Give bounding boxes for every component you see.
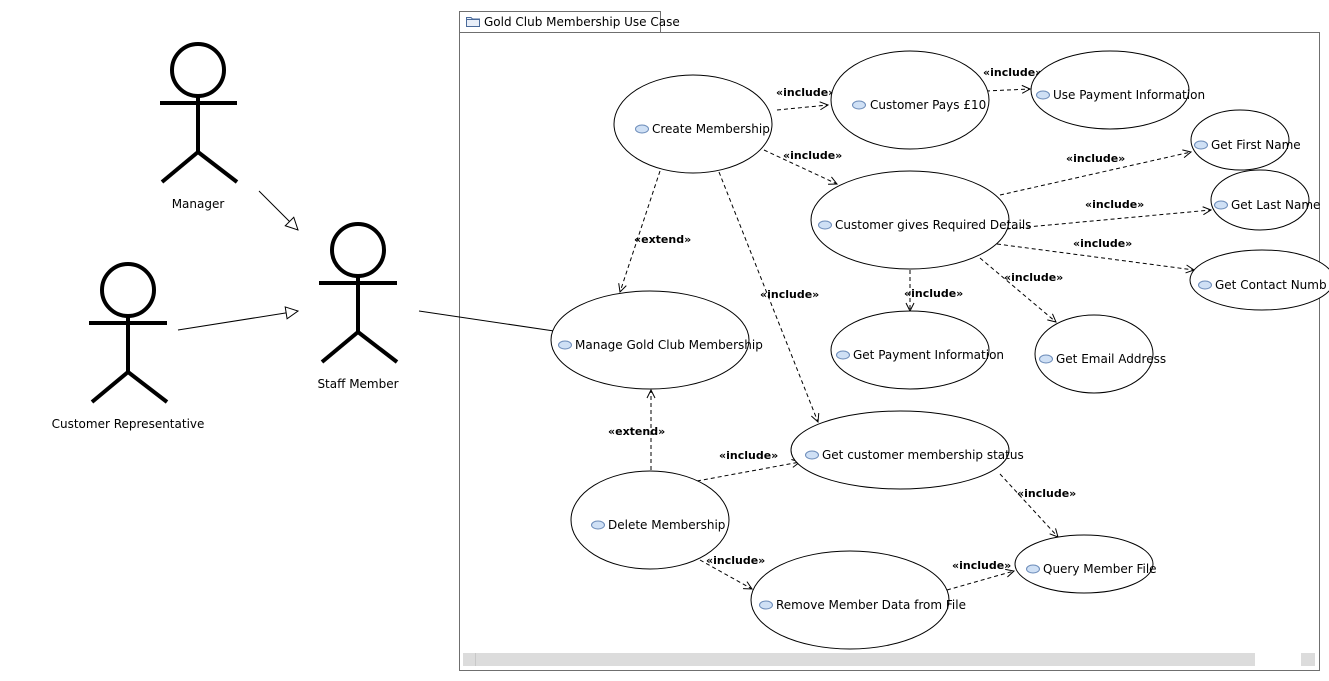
use-case-customer-gives-details[interactable]: Customer gives Required Details [810,170,1031,270]
use-case-get-email-address[interactable]: Get Email Address [1034,314,1166,394]
include-details-email [979,257,1056,322]
use-case-query-member-file[interactable]: Query Member File [1014,534,1157,594]
label-extend-delete-manage: «extend» [608,425,665,438]
use-case-get-payment-information[interactable]: Get Payment Information [830,310,1004,390]
use-case-label: Get First Name [1211,138,1301,152]
actor-staff-member[interactable]: Staff Member [317,222,399,391]
association-staff-manage [418,310,555,332]
use-case-icon [836,350,850,360]
scrollbar-corner [1301,653,1315,666]
use-case-remove-member-data[interactable]: Remove Member Data from File [750,550,966,650]
include-details-firstname [999,152,1191,196]
use-case-label: Get Contact Numb [1215,278,1327,292]
use-case-icon [1214,200,1228,210]
label-extend-create-manage: «extend» [634,233,691,246]
horizontal-scrollbar[interactable] [463,653,1255,666]
include-delete-remove [699,559,752,589]
label-include-create-details: «include» [783,149,842,162]
use-case-icon [805,450,819,460]
label-include-remove-query: «include» [952,559,1011,572]
label-include-create-status: «include» [760,288,819,301]
use-case-label: Get customer membership status [822,448,1024,462]
use-case-icon [591,520,605,530]
use-case-label: Create Membership [652,122,770,136]
use-case-icon [1036,90,1050,100]
folder-icon [466,17,480,27]
label-include-delete-status: «include» [719,449,778,462]
use-case-label: Customer Pays £10 [870,98,986,112]
use-case-icon [852,100,866,110]
include-delete-status [696,462,800,482]
actor-customer-rep-label: Customer Representative [52,417,205,431]
use-case-customer-pays[interactable]: Customer Pays £10 [830,50,990,150]
include-status-query [999,473,1058,537]
use-case-icon [759,600,773,610]
include-remove-query [946,571,1014,591]
actor-manager-label: Manager [172,197,225,211]
include-create-status [718,171,818,422]
include-details-contact [996,243,1194,270]
actor-customer-representative[interactable]: Customer Representative [52,262,205,431]
use-case-label: Query Member File [1043,562,1157,576]
use-case-icon [818,220,832,230]
label-include-status-query: «include» [1017,487,1076,500]
actor-manager[interactable]: Manager [160,42,239,211]
label-include-details-lastname: «include» [1085,198,1144,211]
label-include-details-email: «include» [1004,271,1063,284]
label-include-details-firstname: «include» [1066,152,1125,165]
label-include-create-pays: «include» [776,86,835,99]
use-case-get-contact-number[interactable]: Get Contact Numb [1189,249,1329,311]
use-case-label: Get Email Address [1056,352,1166,366]
use-case-icon [1039,354,1053,364]
label-include-pays-usepayment: «include» [983,66,1042,79]
use-case-label: Customer gives Required Details [835,218,1031,232]
label-include-details-payment: «include» [904,287,963,300]
diagram-title: Gold Club Membership Use Case [484,15,680,29]
use-case-label: Remove Member Data from File [776,598,966,612]
include-details-lastname [1005,210,1211,230]
include-pays-usepayment [985,89,1030,91]
use-case-manage-gold-club-membership[interactable]: Manage Gold Club Membership [550,290,763,390]
use-case-label: Use Payment Information [1053,88,1205,102]
use-case-label: Delete Membership [608,518,725,532]
use-case-delete-membership[interactable]: Delete Membership [570,470,730,570]
use-case-get-last-name[interactable]: Get Last Name [1210,169,1320,231]
use-case-label: Get Last Name [1231,198,1320,212]
label-include-delete-remove: «include» [706,554,765,567]
generalization-rep-staff [177,311,298,331]
use-case-get-first-name[interactable]: Get First Name [1190,109,1301,171]
use-case-icon [558,340,572,350]
use-case-icon [1198,280,1212,290]
use-case-label: Manage Gold Club Membership [575,338,763,352]
generalization-manager-staff [258,190,298,230]
actor-staff-member-label: Staff Member [317,377,398,391]
use-case-label: Get Payment Information [853,348,1004,362]
scrollbar-thumb-edge [475,653,476,666]
use-case-use-payment-information[interactable]: Use Payment Information [1030,50,1205,130]
use-case-create-membership[interactable]: Create Membership [613,74,773,174]
use-case-icon [1026,564,1040,574]
label-include-details-contact: «include» [1073,237,1132,250]
extend-create-manage [620,170,661,292]
include-create-pays [776,105,828,111]
use-case-icon [635,124,649,134]
use-case-icon [1194,140,1208,150]
use-case-get-customer-membership-status[interactable]: Get customer membership status [790,410,1024,490]
diagram-frame-tab[interactable]: Gold Club Membership Use Case [459,11,680,32]
